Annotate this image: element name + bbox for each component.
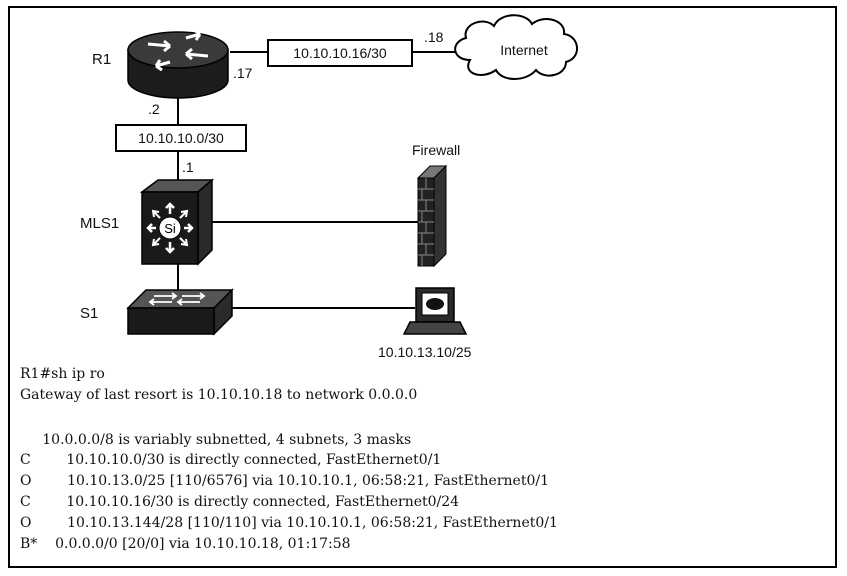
firewall-label: Firewall [412,142,460,158]
switch-icon [126,288,234,336]
internet-cloud-icon [454,14,578,80]
ip-label-r1-internet: .17 [233,65,253,81]
mls-icon-text: Si [164,221,176,236]
link-label-r1-internet: 10.10.10.16/30 [293,45,387,61]
cli-route-line: C 10.10.10.16/30 is directly connected, … [20,494,460,510]
cli-prompt-line: R1#sh ip ro [20,366,105,382]
cli-route-line: C 10.10.10.0/30 is directly connected, F… [20,452,442,468]
router-icon [127,28,229,99]
mls-label: MLS1 [80,215,119,232]
host-ip-label: 10.10.13.10/25 [378,344,472,360]
diagram-frame [8,6,837,568]
switch-label: S1 [80,305,98,322]
cli-route-line: O 10.10.13.0/25 [110/6576] via 10.10.10.… [20,473,549,489]
firewall-icon [416,164,448,268]
ip-label-mls-r1: .1 [182,159,194,175]
cli-gateway-line: Gateway of last resort is 10.10.10.18 to… [20,387,418,403]
cli-route-line: O 10.10.13.144/28 [110/110] via 10.10.10… [20,515,558,531]
internet-label: Internet [500,42,548,58]
ip-label-internet: .18 [424,29,444,45]
router-label: R1 [92,51,111,68]
cli-route-line: B* 0.0.0.0/0 [20/0] via 10.10.10.18, 01:… [20,536,351,552]
ip-label-r1-mls: .2 [148,101,160,117]
cli-summary-line: 10.0.0.0/8 is variably subnetted, 4 subn… [20,432,412,448]
link-label-r1-mls: 10.10.10.0/30 [138,130,224,146]
multilayer-switch-icon [139,178,215,266]
link-box-r1-internet [267,39,413,67]
host-pc-icon [402,287,468,335]
link-box-r1-mls [115,124,247,152]
